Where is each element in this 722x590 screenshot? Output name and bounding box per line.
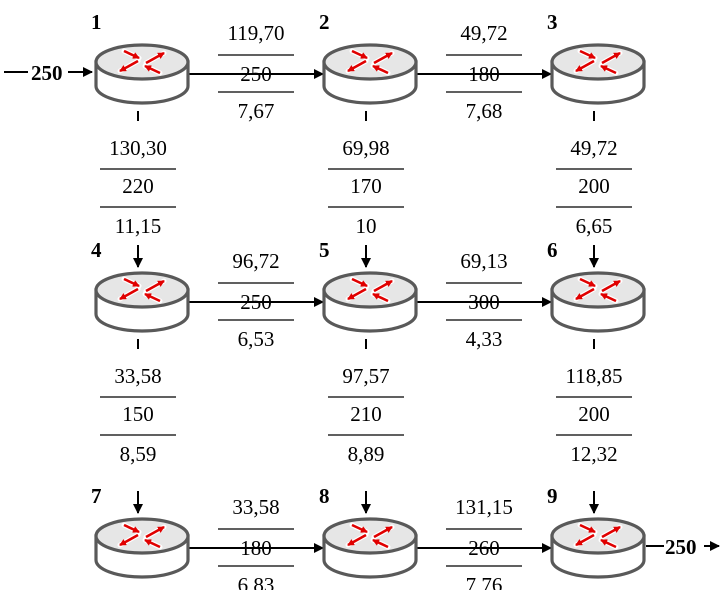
router-node-3: 3 <box>547 10 646 105</box>
node-number: 3 <box>547 10 558 34</box>
link-capacity-label: 170 <box>350 174 382 198</box>
link-3-6: 49,72 200 6,65 <box>556 111 632 268</box>
router-node-2: 2 <box>319 10 418 105</box>
link-7-8: 33,58 180 6,83 <box>188 495 324 590</box>
link-delay-label: 6,83 <box>238 573 275 590</box>
link-load-label: 33,58 <box>232 495 279 519</box>
link-load-label: 69,98 <box>342 136 389 160</box>
link-load-label: 49,72 <box>570 136 617 160</box>
link-delay-label: 10 <box>356 214 377 238</box>
output-flow-label: 250 <box>665 535 697 559</box>
router-top <box>550 271 646 309</box>
link-capacity-label: 250 <box>240 290 272 314</box>
link-delay-label: 7,76 <box>466 573 503 590</box>
link-capacity-label: 260 <box>468 536 500 560</box>
router-top <box>94 517 190 555</box>
router-node-9: 9 <box>547 484 646 579</box>
link-capacity-label: 220 <box>122 174 154 198</box>
link-4-5: 96,72 250 6,53 <box>188 249 324 351</box>
router-node-4: 4 <box>91 238 190 333</box>
link-delay-label: 8,59 <box>120 442 157 466</box>
link-delay-label: 8,89 <box>348 442 385 466</box>
link-delay-label: 7,67 <box>238 99 275 123</box>
output-flow: 250 <box>646 535 720 559</box>
link-load-label: 118,85 <box>566 364 623 388</box>
link-5-8: 97,57 210 8,89 <box>328 339 404 514</box>
link-load-label: 49,72 <box>460 21 507 45</box>
router-top <box>94 271 190 309</box>
router-icon <box>345 48 395 76</box>
link-capacity-label: 150 <box>122 402 154 426</box>
link-4-7: 33,58 150 8,59 <box>100 339 176 514</box>
router-icon <box>117 276 167 304</box>
link-capacity-label: 210 <box>350 402 382 426</box>
node-number: 8 <box>319 484 330 508</box>
router-top <box>94 43 190 81</box>
link-5-6: 69,13 300 4,33 <box>416 249 552 351</box>
router-icon <box>345 522 395 550</box>
link-load-label: 131,15 <box>455 495 513 519</box>
nodes-layer: 1 2 3 4 5 6 7 8 9 <box>91 10 646 579</box>
node-number: 1 <box>91 10 102 34</box>
links-layer: 119,70 250 7,67 49,72 180 7,68 96,72 250 6,53 69,… <box>100 21 632 590</box>
input-flow: 250 <box>4 61 93 85</box>
node-number: 5 <box>319 238 330 262</box>
link-load-label: 119,70 <box>228 21 285 45</box>
link-capacity-label: 200 <box>578 402 610 426</box>
link-1-2: 119,70 250 7,67 <box>188 21 324 123</box>
link-capacity-label: 300 <box>468 290 500 314</box>
router-icon <box>117 48 167 76</box>
link-2-5: 69,98 170 10 <box>328 111 404 268</box>
router-top <box>550 517 646 555</box>
router-node-1: 1 <box>91 10 190 105</box>
link-delay-label: 7,68 <box>466 99 503 123</box>
router-icon <box>345 276 395 304</box>
node-number: 6 <box>547 238 558 262</box>
router-node-8: 8 <box>319 484 418 579</box>
router-top <box>322 271 418 309</box>
router-node-6: 6 <box>547 238 646 333</box>
router-icon <box>573 522 623 550</box>
link-load-label: 69,13 <box>460 249 507 273</box>
link-1-4: 130,30 220 11,15 <box>100 111 176 268</box>
link-capacity-label: 250 <box>240 62 272 86</box>
link-load-label: 97,57 <box>342 364 389 388</box>
link-8-9: 131,15 260 7,76 <box>416 495 552 590</box>
router-node-7: 7 <box>91 484 190 579</box>
link-load-label: 96,72 <box>232 249 279 273</box>
link-capacity-label: 180 <box>240 536 272 560</box>
router-node-5: 5 <box>319 238 418 333</box>
router-icon <box>573 48 623 76</box>
link-delay-label: 6,65 <box>576 214 613 238</box>
link-delay-label: 6,53 <box>238 327 275 351</box>
link-capacity-label: 180 <box>468 62 500 86</box>
link-capacity-label: 200 <box>578 174 610 198</box>
input-flow-label: 250 <box>31 61 63 85</box>
node-number: 2 <box>319 10 330 34</box>
link-load-label: 130,30 <box>109 136 167 160</box>
link-2-3: 49,72 180 7,68 <box>416 21 552 123</box>
router-top <box>322 43 418 81</box>
node-number: 9 <box>547 484 558 508</box>
link-delay-label: 11,15 <box>115 214 161 238</box>
node-number: 4 <box>91 238 102 262</box>
router-top <box>550 43 646 81</box>
link-delay-label: 12,32 <box>570 442 617 466</box>
link-load-label: 33,58 <box>114 364 161 388</box>
node-number: 7 <box>91 484 102 508</box>
link-6-9: 118,85 200 12,32 <box>556 339 632 514</box>
router-top <box>322 517 418 555</box>
router-icon <box>573 276 623 304</box>
link-delay-label: 4,33 <box>466 327 503 351</box>
router-icon <box>117 522 167 550</box>
